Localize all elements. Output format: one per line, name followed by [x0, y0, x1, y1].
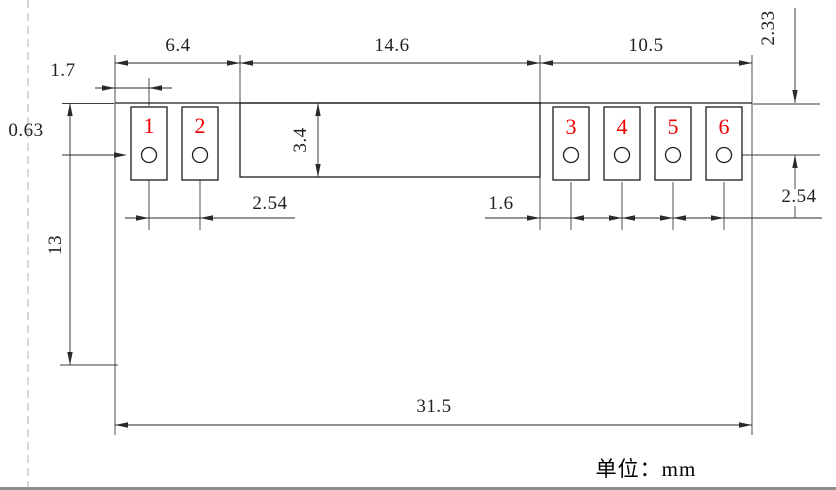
hole-3 — [562, 146, 580, 164]
hole-1 — [140, 146, 158, 164]
dimension-arrowheads — [67, 60, 798, 428]
pin-4-label: 4 — [616, 114, 628, 139]
pin-2-label: 2 — [194, 113, 206, 138]
pin-1-label: 1 — [143, 113, 155, 138]
hole-6 — [715, 146, 733, 164]
dim-pitch-left: 2.54 — [252, 193, 288, 214]
dim-total-width: 31.5 — [416, 396, 452, 417]
unit-note: 单位：mm — [595, 457, 697, 481]
dim-left-section-width: 6.4 — [165, 35, 191, 56]
dim-hole-from-top: 2.33 — [758, 10, 779, 46]
pad-2 — [181, 106, 219, 181]
pad-6 — [705, 106, 743, 181]
hole-5 — [664, 146, 682, 164]
hole-4 — [613, 146, 631, 164]
dim-pin1-from-edge: 1.7 — [50, 60, 76, 81]
dim-mid-height: 3.4 — [290, 127, 311, 153]
pad-1 — [130, 106, 168, 181]
dim-pitch-right: 2.54 — [781, 186, 817, 207]
pin-3-label: 3 — [565, 114, 577, 139]
dim-pad-inset: 0.63 — [8, 120, 44, 141]
pad-4 — [603, 106, 641, 181]
dim-right-section-width: 10.5 — [628, 35, 664, 56]
dimension-lines — [62, 8, 822, 426]
dim-body-height: 13 — [45, 235, 66, 255]
part-outline — [115, 102, 752, 181]
pin-5-label: 5 — [667, 114, 679, 139]
dim-lead-in: 1.6 — [488, 193, 514, 214]
middle-section — [239, 102, 541, 178]
pin-6-label: 6 — [718, 114, 730, 139]
hole-2 — [191, 146, 209, 164]
dim-mid-section-width: 14.6 — [374, 35, 410, 56]
pad-3 — [552, 106, 590, 181]
pad-5 — [654, 106, 692, 181]
